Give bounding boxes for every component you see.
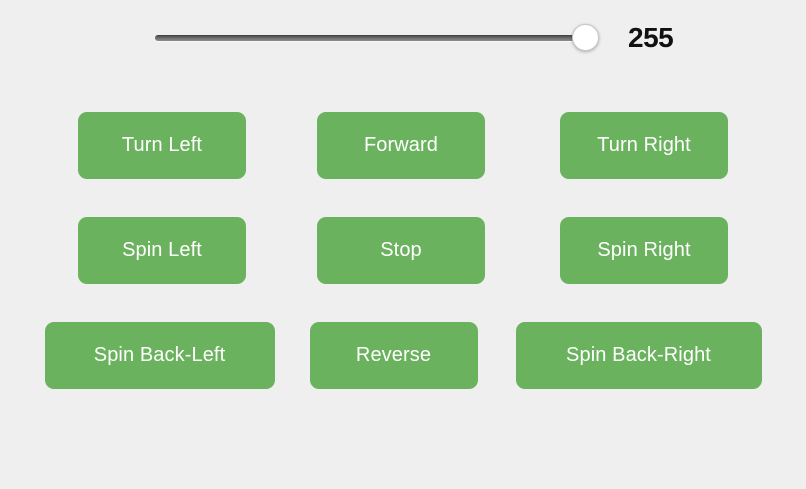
turn-right-button[interactable]: Turn Right — [560, 112, 728, 179]
control-button-grid: Turn Left Forward Turn Right Spin Left S… — [0, 112, 806, 389]
speed-slider[interactable] — [155, 22, 600, 54]
turn-left-button[interactable]: Turn Left — [78, 112, 246, 179]
spin-back-right-button[interactable]: Spin Back-Right — [515, 322, 762, 389]
control-row-3: Spin Back-Left Reverse Spin Back-Right — [0, 322, 806, 389]
spin-right-button[interactable]: Spin Right — [560, 217, 728, 284]
reverse-button[interactable]: Reverse — [309, 322, 478, 389]
slider-track[interactable] — [155, 35, 585, 41]
slider-thumb[interactable] — [572, 24, 599, 51]
control-row-1: Turn Left Forward Turn Right — [0, 112, 806, 179]
slider-value-label: 255 — [628, 22, 674, 53]
forward-button[interactable]: Forward — [317, 112, 485, 179]
speed-slider-row: 255 — [0, 0, 806, 80]
stop-button[interactable]: Stop — [317, 217, 485, 284]
control-row-2: Spin Left Stop Spin Right — [0, 217, 806, 284]
spin-left-button[interactable]: Spin Left — [78, 217, 246, 284]
spin-back-left-button[interactable]: Spin Back-Left — [44, 322, 275, 389]
